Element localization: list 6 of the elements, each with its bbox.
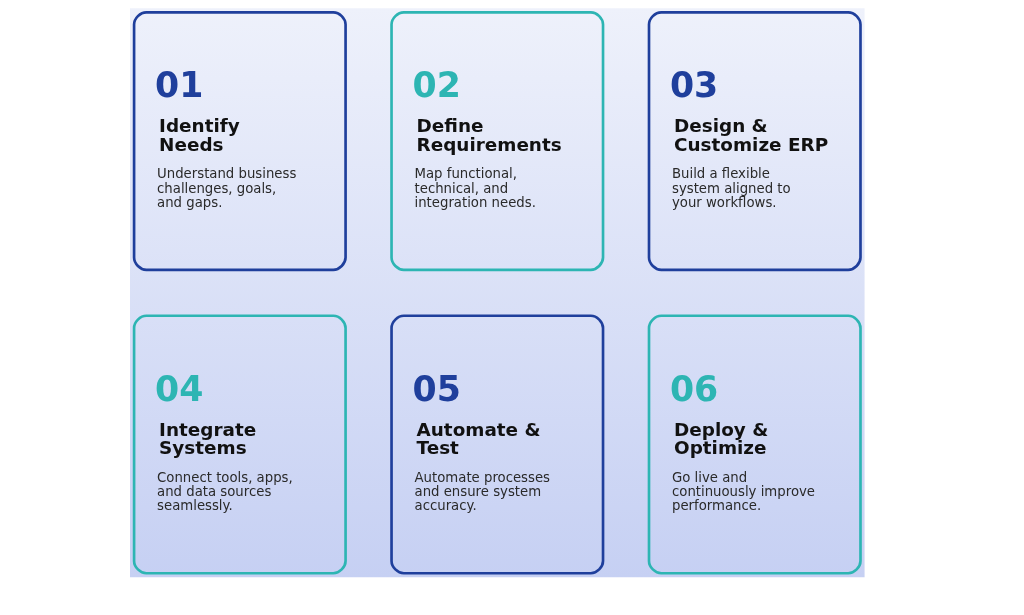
node-box: 01 Identify Needs Understand business challenges, goals, and gaps. <box>132 11 347 272</box>
node-box: 06 Deploy & Optimize Go live and continuously improve performance. <box>647 314 862 575</box>
node-box: 04 Integrate Systems Connect tools, apps, and data sources seamlessly. <box>132 314 347 575</box>
node-box: 05 Automate & Test Automate processes and ensure system accuracy. <box>390 314 605 575</box>
node-box: 03 Design & Customize ERP Build a flexible system aligned to your workflows. <box>647 11 862 272</box>
node-box: 02 Define Requirements Map functional, technical, and integration needs. <box>390 11 605 272</box>
